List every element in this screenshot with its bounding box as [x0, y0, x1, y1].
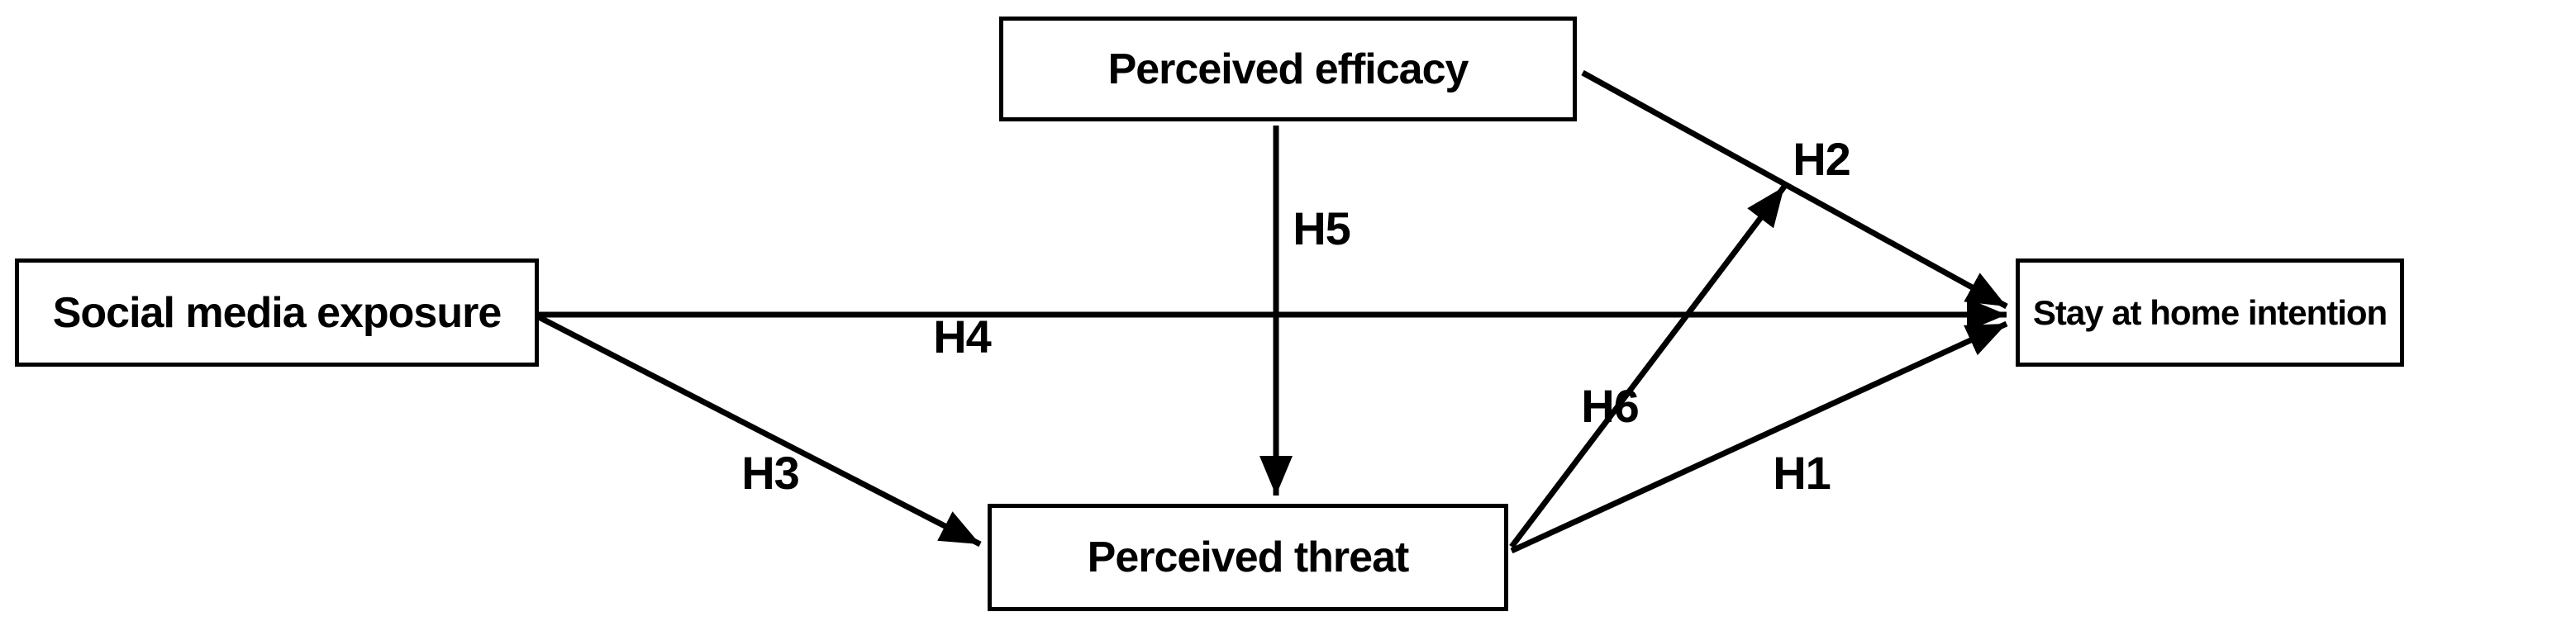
node-perceived-efficacy-label: Perceived efficacy	[1107, 45, 1469, 93]
node-social-media-exposure: Social media exposure	[15, 258, 539, 367]
edge-label-h1: H1	[1773, 447, 1831, 499]
edge-h6-arrow	[1509, 184, 1787, 549]
node-stay-at-home-intention: Stay at home intention	[2016, 258, 2404, 367]
edge-label-h4: H4	[933, 311, 992, 363]
node-perceived-threat-label: Perceived threat	[1087, 534, 1410, 581]
edge-label-h6: H6	[1581, 380, 1640, 432]
edge-label-h2: H2	[1793, 133, 1851, 185]
node-social-media-exposure-label: Social media exposure	[52, 288, 502, 337]
node-perceived-threat: Perceived threat	[988, 504, 1508, 611]
edge-label-h5: H5	[1293, 202, 1351, 254]
node-perceived-efficacy: Perceived efficacy	[999, 17, 1577, 121]
edge-h2-arrow	[1581, 69, 2008, 310]
edge-h3-arrow	[537, 314, 982, 548]
edge-h1-arrow	[1510, 320, 2008, 554]
node-stay-at-home-intention-label: Stay at home intention	[2032, 292, 2388, 332]
edge-label-h3: H3	[741, 447, 800, 499]
